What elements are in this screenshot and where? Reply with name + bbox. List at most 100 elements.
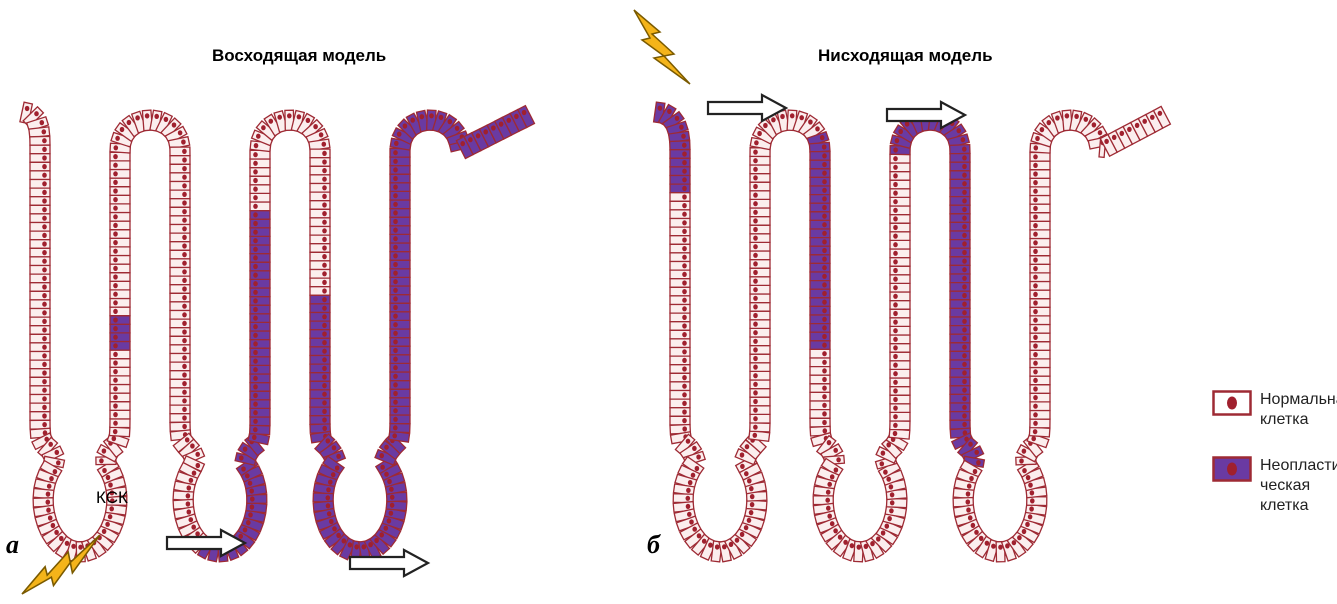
cell-nucleus-icon: [42, 388, 47, 393]
neoplastic-cell: [950, 205, 970, 214]
normal-cell: [170, 182, 190, 191]
cell-nucleus-icon: [962, 388, 967, 393]
cell-nucleus-icon: [890, 500, 895, 505]
cell-nucleus-icon: [42, 302, 47, 307]
cell-nucleus-icon: [49, 476, 54, 481]
neoplastic-cell: [950, 240, 970, 249]
cell-nucleus-icon: [893, 216, 898, 221]
cell-nucleus-icon: [40, 120, 45, 125]
cell-nucleus-icon: [182, 286, 187, 291]
cell-nucleus-icon: [410, 118, 415, 123]
cell-nucleus-icon: [893, 302, 898, 307]
normal-cell: [30, 343, 50, 352]
cell-nucleus-icon: [393, 296, 398, 301]
normal-cell: [810, 375, 830, 384]
cell-nucleus-icon: [322, 383, 327, 388]
neoplastic-cell: [950, 274, 970, 283]
cell-nucleus-icon: [822, 360, 827, 365]
normal-cell: [890, 249, 910, 258]
cell-nucleus-icon: [238, 534, 243, 539]
neoplastic-cell: [390, 183, 410, 192]
cell-nucleus-icon: [893, 406, 898, 411]
cell-nucleus-icon: [1033, 386, 1038, 391]
normal-cell: [30, 154, 50, 163]
normal-cell: [310, 235, 330, 244]
neoplastic-cell: [810, 272, 830, 281]
normal-cell: [170, 397, 190, 406]
cell-nucleus-icon: [322, 314, 327, 319]
neoplastic-cell: [670, 141, 690, 150]
cell-nucleus-icon: [962, 259, 967, 264]
cell-nucleus-icon: [735, 538, 740, 543]
cell-nucleus-icon: [822, 248, 827, 253]
neoplastic-cell: [950, 377, 970, 386]
cell-nucleus-icon: [962, 302, 967, 307]
cell-nucleus-icon: [962, 336, 967, 341]
cell-nucleus-icon: [682, 229, 687, 234]
cell-nucleus-icon: [113, 257, 118, 262]
cell-nucleus-icon: [42, 190, 47, 195]
normal-cell: [750, 251, 770, 260]
cell-nucleus-icon: [182, 364, 187, 369]
normal-cell: [30, 266, 50, 275]
cell-nucleus-icon: [893, 363, 898, 368]
cell-nucleus-icon: [182, 381, 187, 386]
cell-nucleus-icon: [322, 228, 327, 233]
normal-cell: [750, 234, 770, 243]
cell-nucleus-icon: [113, 292, 118, 297]
cell-nucleus-icon: [113, 412, 118, 417]
cell-nucleus-icon: [822, 196, 827, 201]
normal-cell: [670, 365, 690, 374]
cell-nucleus-icon: [389, 511, 394, 516]
cell-nucleus-icon: [182, 312, 187, 317]
neoplastic-cell: [950, 265, 970, 274]
cell-nucleus-icon: [850, 543, 855, 548]
cell-nucleus-icon: [113, 343, 118, 348]
cell-nucleus-icon: [42, 396, 47, 401]
neoplastic-cell: [390, 381, 410, 390]
cell-nucleus-icon: [887, 516, 892, 521]
normal-cell: [110, 410, 130, 419]
neoplastic-cell: [390, 363, 410, 372]
cell-nucleus-icon: [253, 273, 258, 278]
normal-cell: [670, 305, 690, 314]
cell-nucleus-icon: [1033, 404, 1038, 409]
cell-nucleus-icon: [254, 143, 259, 148]
cell-nucleus-icon: [753, 236, 758, 241]
normal-cell: [1030, 230, 1050, 239]
cell-nucleus-icon: [753, 175, 758, 180]
neoplastic-cell: [950, 171, 970, 180]
cell-nucleus-icon: [248, 512, 253, 517]
cell-nucleus-icon: [354, 544, 359, 549]
normal-cell: [110, 299, 130, 308]
cell-nucleus-icon: [253, 341, 258, 346]
normal-cell: [170, 216, 190, 225]
neoplastic-cell: [250, 357, 270, 366]
cell-nucleus-icon: [686, 439, 691, 444]
cell-nucleus-icon: [253, 255, 258, 260]
cell-nucleus-icon: [71, 544, 76, 549]
cell-nucleus-icon: [827, 514, 832, 519]
cell-nucleus-icon: [322, 331, 327, 336]
cell-nucleus-icon: [322, 392, 327, 397]
cell-nucleus-icon: [753, 425, 758, 430]
cell-nucleus-icon: [182, 304, 187, 309]
normal-cell: [670, 399, 690, 408]
normal-cell: [1030, 316, 1050, 325]
cell-nucleus-icon: [164, 117, 169, 122]
cell-nucleus-icon: [822, 231, 827, 236]
normal-cell: [110, 367, 130, 376]
cell-nucleus-icon: [113, 369, 118, 374]
cell-nucleus-icon: [113, 378, 118, 383]
normal-cell: [810, 384, 830, 393]
normal-cell: [670, 339, 690, 348]
cell-nucleus-icon: [105, 522, 110, 527]
normal-cell: [1030, 325, 1050, 334]
cell-nucleus-icon: [753, 322, 758, 327]
cell-nucleus-icon: [682, 220, 687, 225]
cell-nucleus-icon: [682, 160, 687, 165]
normal-cell: [890, 189, 910, 198]
cell-nucleus-icon: [182, 175, 187, 180]
normal-cell: [670, 313, 690, 322]
